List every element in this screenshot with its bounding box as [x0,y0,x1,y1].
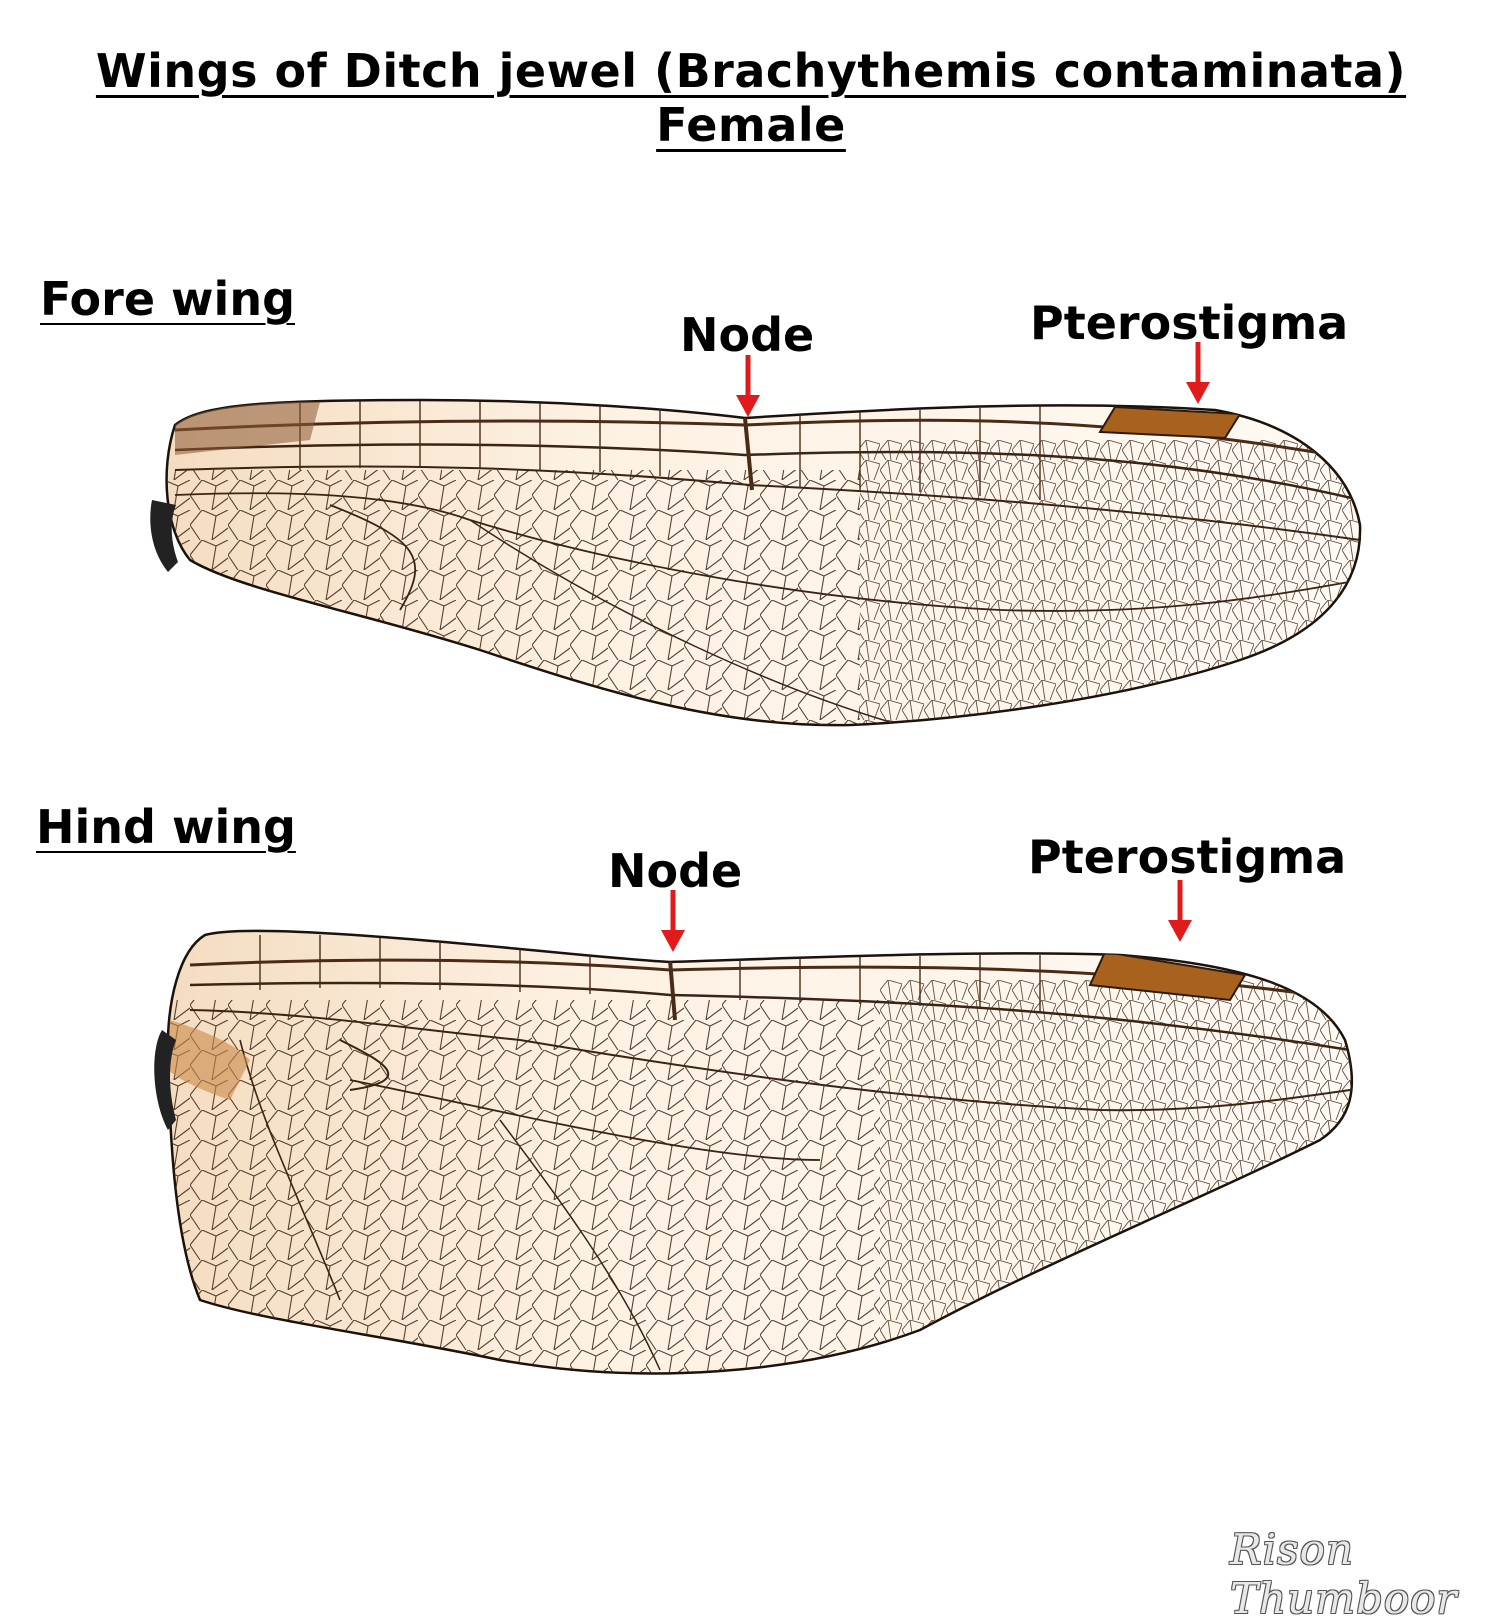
photographer-signature: Rison Thumboor [1230,1525,1502,1623]
hind-wing [154,931,1380,1400]
fore-wing [160,400,1380,740]
